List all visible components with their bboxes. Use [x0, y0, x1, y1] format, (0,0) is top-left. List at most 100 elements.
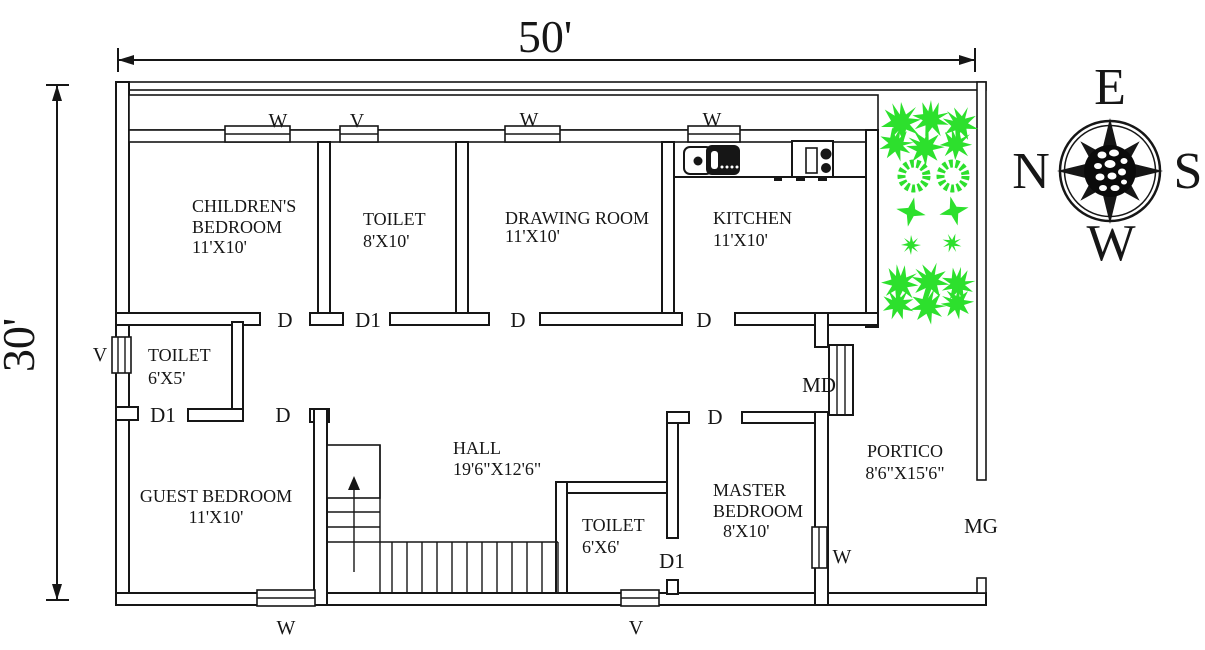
window-frame	[111, 336, 132, 374]
wall-east-stub	[976, 577, 987, 594]
window-label: W	[703, 109, 722, 131]
arrow-up-icon	[348, 476, 360, 490]
wall-toilet-master	[666, 411, 679, 539]
ventilator-label: V	[350, 110, 365, 132]
wall-master-east	[814, 411, 829, 606]
room-size-hall: 19'6"X12'6"	[453, 459, 541, 479]
door-alt-label: D1	[150, 403, 176, 427]
opening-labels: W V W W D D1 D D V D1 D D D1 MD MG W W V	[93, 109, 998, 639]
door-label: D	[510, 308, 525, 332]
shrub-ring-icon	[897, 159, 931, 193]
room-size-portico: 8'6"X15'6"	[865, 463, 944, 483]
compass-pebbles	[1093, 148, 1129, 192]
room-label-childrens-bedroom: CHILDREN'S	[192, 196, 296, 216]
room-label-hall: HALL	[453, 438, 501, 458]
window-icon	[224, 125, 291, 143]
wall-south	[115, 592, 987, 606]
wall-mid-segment	[309, 312, 344, 326]
door-label: D	[707, 405, 722, 429]
wall-mid-segment	[539, 312, 683, 326]
room-label-toilet-top: TOILET	[363, 209, 426, 229]
garden	[872, 94, 983, 331]
compass-label-left: N	[1012, 143, 1050, 200]
room-label-toilet-left: TOILET	[148, 345, 211, 365]
room-size-guest-bedroom: 11'X10'	[189, 507, 244, 527]
compass-label-top: E	[1094, 59, 1126, 116]
hedge-top-icon	[872, 94, 983, 173]
door-alt-label: D1	[355, 308, 381, 332]
plant-small-icon	[901, 235, 921, 255]
room-label-drawing-room: DRAWING ROOM	[505, 208, 649, 228]
walls	[115, 81, 987, 606]
room-size-toilet-top: 8'X10'	[363, 231, 410, 251]
plant-star-icon	[893, 194, 929, 230]
window-icon	[687, 125, 741, 143]
stove-knob	[725, 165, 729, 169]
stove-knob	[735, 165, 739, 169]
window-icon	[256, 589, 316, 607]
door-alt-label: D1	[659, 549, 685, 573]
door-label: D	[277, 308, 292, 332]
door-label: D	[275, 403, 290, 427]
counter-foot	[796, 177, 805, 181]
arrow-left-icon	[118, 55, 134, 65]
wall-mid-segment	[734, 312, 879, 326]
wall-east-upper	[976, 81, 987, 481]
ventilator-icon	[620, 589, 660, 607]
ventilator-icon	[111, 336, 132, 374]
windows	[111, 125, 828, 607]
wall-mid-segment	[115, 312, 261, 326]
wall-north-boundary	[115, 81, 987, 91]
main-door-leaf	[828, 344, 854, 416]
arrow-down-icon	[52, 584, 62, 600]
hob-tray	[805, 147, 818, 174]
counter-foot	[774, 177, 782, 181]
sink-drain	[693, 156, 703, 166]
wall-guest-east	[313, 408, 328, 606]
counter-foot	[818, 177, 827, 181]
room-size-kitchen: 11'X10'	[713, 230, 768, 250]
ventilator-label: V	[629, 617, 644, 639]
room-size-drawing-room: 11'X10'	[505, 226, 560, 246]
window-label: W	[520, 109, 539, 131]
arrow-right-icon	[959, 55, 975, 65]
hedge-bottom-icon	[877, 256, 982, 331]
wall-toilet-master-stub	[666, 579, 679, 595]
room-label-toilet-mid: TOILET	[582, 515, 645, 535]
ventilator-icon	[339, 125, 379, 143]
wall-mid-segment	[389, 312, 490, 326]
shrub-ring-icon	[936, 159, 970, 193]
stove-knob	[720, 165, 724, 169]
room-label-kitchen: KITCHEN	[713, 208, 792, 228]
room-label-master-bedroom: MASTER	[713, 480, 786, 500]
north-verandah-strip	[128, 94, 879, 131]
room-label-portico: PORTICO	[867, 441, 943, 461]
arrow-up-icon	[52, 85, 62, 101]
main-gate-label: MG	[964, 514, 998, 538]
wall-drawing-kitchen	[661, 141, 675, 323]
room-label-master-bedroom: BEDROOM	[713, 501, 803, 521]
wall-kitchen-east	[865, 129, 879, 328]
wall-toilet-left-south	[187, 408, 244, 422]
room-labels: CHILDREN'S BEDROOM 11'X10' TOILET 8'X10'…	[140, 196, 945, 557]
wall-toilet-left-east	[231, 321, 244, 420]
burner-icon	[821, 163, 831, 173]
top-dimension: 50'	[117, 11, 976, 72]
wall-toilet-mid-north	[555, 481, 679, 494]
room-size-toilet-mid: 6'X6'	[582, 537, 620, 557]
window-label: W	[277, 617, 296, 639]
compass-label-right: S	[1174, 143, 1203, 200]
main-door-icon	[828, 344, 854, 416]
plant-small-icon	[939, 230, 965, 256]
stove-knob	[730, 165, 734, 169]
kitchen-counter	[674, 140, 866, 181]
compass-rose-icon: E N S W	[1012, 59, 1202, 272]
plant-star-icon	[935, 192, 973, 230]
compass-label-bottom: W	[1086, 215, 1135, 272]
room-size-childrens-bedroom: 11'X10'	[192, 237, 247, 257]
width-dimension-label: 50'	[518, 11, 572, 62]
window-label: W	[833, 546, 852, 568]
stove-slot	[711, 151, 718, 169]
